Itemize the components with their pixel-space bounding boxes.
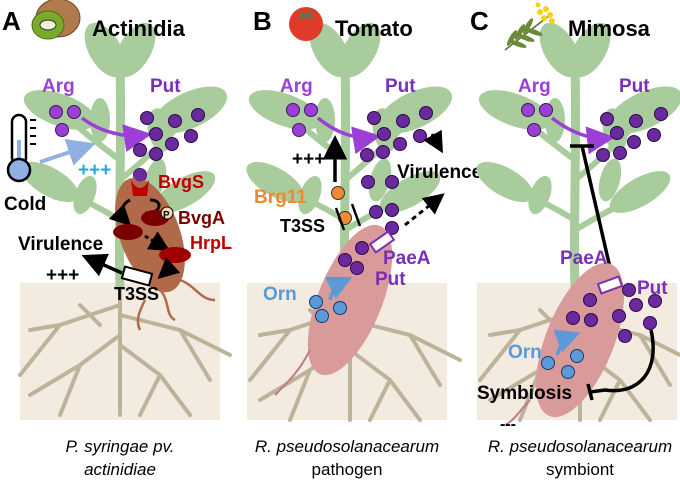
virulence-label: Virulence (18, 234, 103, 255)
bvgs-label: BvgS (158, 172, 204, 192)
t3ss-to-virulence-arrow (81, 253, 123, 277)
kiwi-icon (31, 0, 81, 40)
put-bacterium-label: Put (637, 278, 668, 299)
orn-to-put-arrow (553, 329, 581, 356)
hrpl-protein (159, 247, 191, 263)
cold-arrow (39, 139, 96, 166)
panel-letter: B (253, 6, 272, 36)
arg-to-put-arrow (316, 116, 381, 155)
virulence-effect: +++ (46, 265, 79, 286)
t3ss-channel (120, 265, 154, 287)
symbiosis-effect: --- (500, 416, 516, 433)
paea-transporter (596, 275, 624, 295)
phospho-label: P (163, 210, 170, 221)
put-inhibits-symbiosis (586, 329, 655, 401)
symbiosis-label: Symbiosis (477, 383, 572, 404)
put-molecules (596, 107, 668, 162)
put-inhibits-arg-conversion (570, 144, 616, 286)
bvgs-receptor (131, 180, 149, 196)
put-in-bacterium (338, 241, 369, 275)
paea-transporter (368, 230, 396, 254)
put-label: Put (619, 76, 650, 97)
arg-label: Arg (518, 76, 551, 97)
caption-line1: R. pseudosolanacearum (255, 437, 439, 456)
arg-label: Arg (42, 76, 75, 97)
virulence-label: Virulence (397, 162, 482, 183)
bvga-protein (113, 224, 143, 240)
paea-to-virulence-arrow (404, 193, 445, 227)
t3ss-channel (334, 203, 362, 231)
cold-effect: +++ (78, 160, 111, 181)
arg-to-put-arrow (80, 116, 152, 152)
thermometer-icon (6, 113, 36, 183)
arg-molecules (286, 103, 318, 137)
panel-c: C Mimosa Arg Put (470, 2, 680, 479)
arg-molecules (521, 103, 553, 137)
host-name: Tomato (335, 16, 413, 41)
mimosa-icon (504, 2, 555, 51)
arg-label: Arg (280, 76, 313, 97)
caption-line1: R. pseudosolanacearum (488, 437, 672, 456)
put-exported (612, 283, 662, 343)
caption-line1: P. syringae pv. (66, 437, 175, 456)
put-label: Put (385, 76, 416, 97)
phospho-badge (160, 206, 174, 220)
host-name: Mimosa (568, 16, 651, 41)
ralstonia-bacterium (274, 224, 393, 396)
panel-letter: C (470, 6, 489, 36)
orn-molecules (309, 295, 347, 323)
orn-molecules (541, 349, 584, 379)
hrpl-label: HrpL (190, 233, 232, 253)
t3ss-label: T3SS (280, 216, 325, 236)
brg11-effector (331, 186, 345, 200)
hrpl-to-t3ss-arrow (157, 257, 181, 280)
plus-effect: +++ (292, 149, 325, 170)
tomato-icon (289, 7, 323, 41)
brg11-label: Brg11 (254, 187, 307, 208)
orn-label: Orn (508, 342, 542, 363)
bvga-label: BvgA (178, 208, 225, 228)
put-molecules (360, 106, 433, 235)
put-bacterium-label: Put (375, 269, 406, 290)
put-molecules (133, 108, 205, 182)
put-to-virulence-arrow (423, 129, 443, 154)
caption-line2: pathogen (312, 460, 383, 479)
paea-label: PaeA (560, 248, 608, 269)
host-name: Actinidia (92, 16, 186, 41)
panel-b: B Tomato Arg Put Virulence +++ Brg11 T3S… (240, 6, 482, 479)
paea-label: PaeA (383, 248, 431, 269)
panel-a: A Actinidia Arg Put +++ Cold (2, 0, 234, 479)
arg-to-put-arrow (550, 116, 615, 155)
caption-line2: actinidiae (84, 460, 156, 479)
caption-line2: symbiont (546, 460, 614, 479)
cold-label: Cold (4, 194, 46, 215)
arg-molecules (49, 105, 81, 137)
panel-letter: A (2, 6, 21, 36)
t3ss-label: T3SS (114, 284, 159, 304)
put-in-bacterium (566, 293, 598, 327)
put-ligand (133, 168, 147, 182)
orn-label: Orn (263, 284, 297, 305)
bvga-to-hrpl-arrow (144, 231, 171, 252)
put-label: Put (150, 76, 181, 97)
orn-to-put-arrow (324, 276, 353, 301)
